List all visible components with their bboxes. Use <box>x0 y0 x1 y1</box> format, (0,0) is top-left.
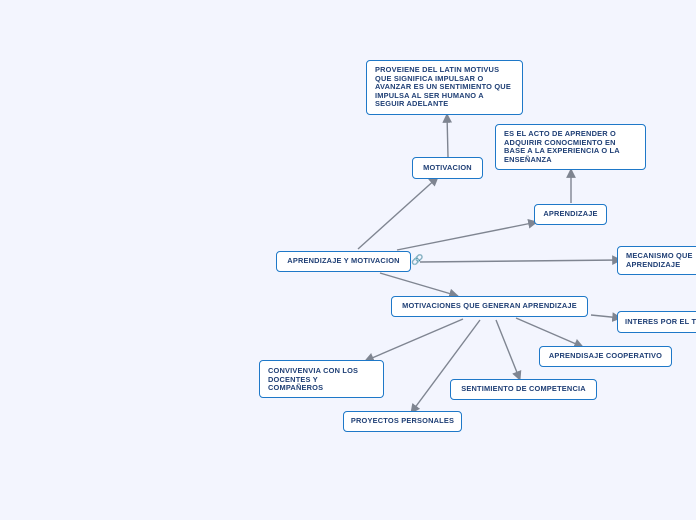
connector-central-motivacion <box>357 176 439 250</box>
node-sentimiento-de-competencia[interactable]: SENTIMIENTO DE COMPETENCIA <box>450 379 597 400</box>
node-aprendizaje[interactable]: APRENDIZAJE <box>534 204 607 225</box>
connector-motivaciones-convivencia <box>364 318 464 363</box>
node-aprendisaje-cooperativo[interactable]: APRENDISAJE COOPERATIVO <box>539 346 672 367</box>
node-aprendizaje-definition[interactable]: ES EL ACTO DE APRENDER O ADQUIRIR CONOCM… <box>495 124 646 170</box>
node-convivencia[interactable]: CONVIVENVIA CON LOS DOCENTES Y COMPAÑERO… <box>259 360 384 398</box>
link-icon[interactable]: 🔗 <box>411 255 424 266</box>
node-interes[interactable]: INTERES POR EL T <box>617 311 696 333</box>
connector-motivaciones-cooperativo <box>515 317 584 348</box>
node-motivacion[interactable]: MOTIVACION <box>412 157 483 179</box>
connector-motivaciones-interes <box>590 312 622 322</box>
connector-central-mecanismo <box>419 255 622 265</box>
connector-motivaciones-proyectos <box>410 319 481 414</box>
connector-central-aprendizaje <box>396 218 538 251</box>
node-motivaciones-que-generan-aprendizaje[interactable]: MOTIVACIONES QUE GENERAN APRENDIZAJE <box>391 296 588 317</box>
node-motivacion-definition[interactable]: PROVEIENE DEL LATIN MOTIVUS QUE SIGNIFIC… <box>366 60 523 115</box>
node-proyectos-personales[interactable]: PROYECTOS PERSONALES <box>343 411 462 432</box>
node-mecanismo[interactable]: MECANISMO QUE APRENDIZAJE <box>617 246 696 275</box>
connector-central-motivaciones <box>379 272 459 299</box>
connector-motivaciones-competencia <box>495 319 522 381</box>
node-central-aprendizaje-y-motivacion[interactable]: APRENDIZAJE Y MOTIVACION <box>276 251 411 272</box>
connector-motivacion-def <box>442 113 453 158</box>
